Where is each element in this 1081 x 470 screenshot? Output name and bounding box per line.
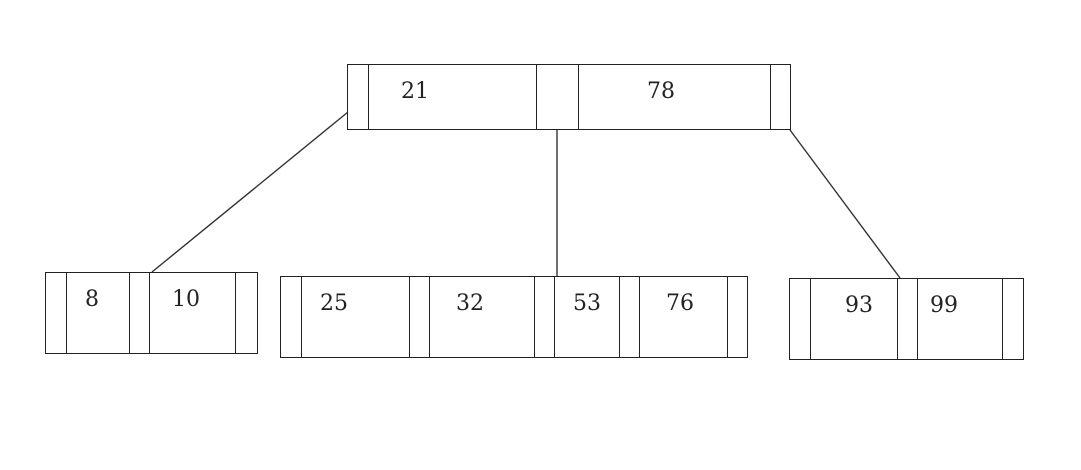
child-node-middle: 25 32 53 76 bbox=[280, 276, 748, 358]
root-pointer-0 bbox=[348, 65, 368, 129]
middle-key-1: 32 bbox=[429, 277, 534, 357]
child-node-right: 93 99 bbox=[789, 278, 1024, 360]
middle-pointer-2 bbox=[534, 277, 554, 357]
child-node-left: 8 10 bbox=[45, 272, 258, 354]
edge-root-to-left-child bbox=[151, 111, 349, 273]
middle-pointer-3 bbox=[619, 277, 639, 357]
root-pointer-2 bbox=[770, 65, 790, 129]
root-key-0: 21 bbox=[368, 65, 536, 129]
right-key-1: 99 bbox=[917, 279, 1002, 359]
right-pointer-2 bbox=[1002, 279, 1022, 359]
left-key-1: 10 bbox=[149, 273, 235, 353]
root-key-1: 78 bbox=[578, 65, 770, 129]
root-pointer-1 bbox=[536, 65, 578, 129]
middle-key-3: 76 bbox=[639, 277, 727, 357]
right-key-0: 93 bbox=[810, 279, 897, 359]
root-node: 21 78 bbox=[347, 64, 791, 130]
middle-pointer-1 bbox=[409, 277, 429, 357]
right-pointer-0 bbox=[790, 279, 810, 359]
left-key-0: 8 bbox=[66, 273, 129, 353]
middle-key-0: 25 bbox=[301, 277, 409, 357]
middle-key-2: 53 bbox=[554, 277, 619, 357]
middle-pointer-4 bbox=[727, 277, 747, 357]
left-pointer-2 bbox=[235, 273, 255, 353]
right-pointer-1 bbox=[897, 279, 917, 359]
left-pointer-1 bbox=[129, 273, 149, 353]
left-pointer-0 bbox=[46, 273, 66, 353]
middle-pointer-0 bbox=[281, 277, 301, 357]
edge-root-to-right-child bbox=[789, 129, 901, 279]
